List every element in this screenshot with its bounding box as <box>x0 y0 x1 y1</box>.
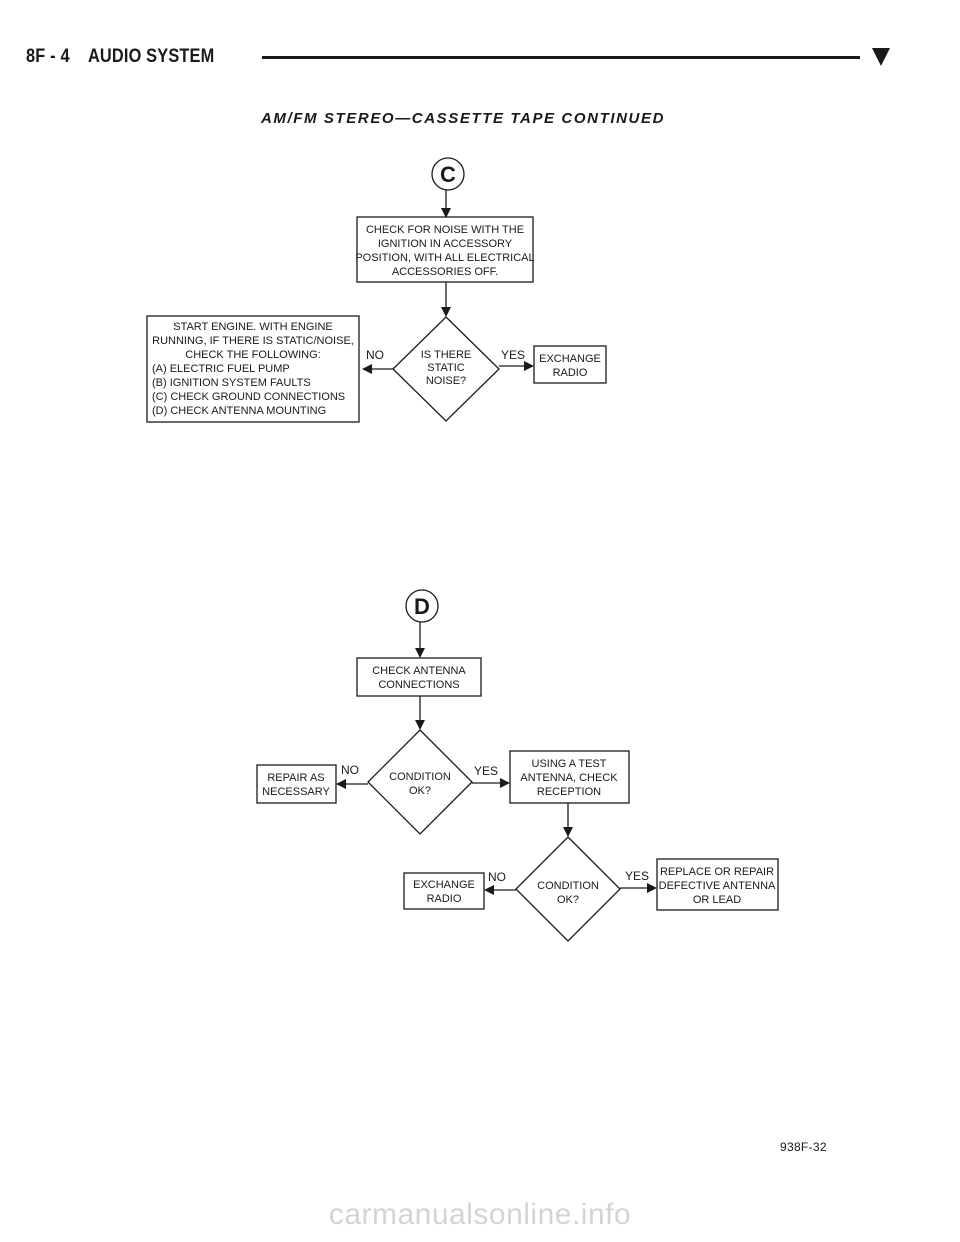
start-engine-line-4: (A) ELECTRIC FUEL PUMP <box>152 363 290 375</box>
static-decision-line-3: NOISE? <box>426 375 466 387</box>
static-yes-label: YES <box>501 348 525 362</box>
start-engine-line-5: (B) IGNITION SYSTEM FAULTS <box>152 377 311 389</box>
figure-reference: 938F-32 <box>780 1140 827 1154</box>
header-rule <box>262 56 860 59</box>
page-header: 8F - 4 AUDIO SYSTEM <box>26 42 890 78</box>
static-no-label: NO <box>366 348 384 362</box>
start-engine-line-6: (C) CHECK GROUND CONNECTIONS <box>152 391 345 403</box>
condition1-yes-label: YES <box>474 764 498 778</box>
exchange-radio-box-d <box>403 872 485 910</box>
check-antenna-line-2: CONNECTIONS <box>378 679 459 691</box>
exchange-radio-d-line-1: EXCHANGE <box>413 879 475 891</box>
connector-c-circle <box>431 157 465 191</box>
condition2-no-label: NO <box>488 870 506 884</box>
condition2-line-1: CONDITION <box>537 880 599 892</box>
flowchart-c: C CHECK FOR NOISE WITH THE IGNITION IN A… <box>146 157 607 423</box>
start-engine-line-3: CHECK THE FOLLOWING: <box>185 349 320 361</box>
section-number: 8F - 4 <box>26 46 70 67</box>
flowchart-d: D CHECK ANTENNA CONNECTIONS CONDITION OK… <box>256 589 779 942</box>
start-engine-line-7: (D) CHECK ANTENNA MOUNTING <box>152 405 326 417</box>
check-noise-line-2: IGNITION IN ACCESSORY <box>378 238 513 250</box>
condition2-line-2: OK? <box>557 894 579 906</box>
connector-d-circle <box>405 589 439 623</box>
test-antenna-line-2: ANTENNA, CHECK <box>520 772 618 784</box>
section-title: AUDIO SYSTEM <box>87 46 215 67</box>
start-engine-line-1: START ENGINE. WITH ENGINE <box>173 321 333 333</box>
static-decision-line-2: STATIC <box>427 362 465 374</box>
condition1-no-label: NO <box>341 763 359 777</box>
check-antenna-line-1: CHECK ANTENNA <box>372 665 466 677</box>
condition2-yes-label: YES <box>625 869 649 883</box>
condition1-line-2: OK? <box>409 785 431 797</box>
replace-antenna-line-3: OR LEAD <box>693 894 741 906</box>
static-decision-line-1: IS THERE <box>421 349 472 361</box>
condition-decision-1 <box>367 729 473 835</box>
replace-antenna-line-2: DEFECTIVE ANTENNA <box>659 880 776 892</box>
test-antenna-box <box>509 750 630 804</box>
header-text: 8F - 4 AUDIO SYSTEM <box>26 46 214 68</box>
condition1-line-1: CONDITION <box>389 771 451 783</box>
check-noise-line-4: ACCESSORIES OFF. <box>392 266 498 278</box>
triangle-marker-icon <box>872 48 890 66</box>
test-antenna-line-3: RECEPTION <box>537 786 601 798</box>
repair-line-1: REPAIR AS <box>267 772 324 784</box>
watermark: carmanualsonline.info <box>328 1198 632 1231</box>
check-noise-line-3: POSITION, WITH ALL ELECTRICAL <box>355 252 534 264</box>
check-antenna-box <box>356 657 482 697</box>
start-engine-line-2: RUNNING, IF THERE IS STATIC/NOISE, <box>152 335 354 347</box>
test-antenna-line-1: USING A TEST <box>532 758 607 770</box>
replace-antenna-line-1: REPLACE OR REPAIR <box>660 866 774 878</box>
exchange-radio-c-line-2: RADIO <box>553 367 588 379</box>
condition-decision-2 <box>515 836 621 942</box>
repair-line-2: NECESSARY <box>262 786 330 798</box>
page-title: AM/FM STEREO—CASSETTE TAPE CONTINUED <box>261 110 665 127</box>
check-noise-line-1: CHECK FOR NOISE WITH THE <box>366 224 524 236</box>
start-engine-box <box>146 315 360 423</box>
replace-antenna-box <box>656 858 779 911</box>
exchange-radio-box-c <box>533 345 607 384</box>
connector-d-label: D <box>414 594 430 619</box>
check-noise-box <box>356 216 534 283</box>
exchange-radio-d-line-2: RADIO <box>427 893 462 905</box>
connector-c-label: C <box>440 162 456 187</box>
repair-box <box>256 764 337 804</box>
static-noise-decision <box>392 316 500 422</box>
exchange-radio-c-line-1: EXCHANGE <box>539 353 601 365</box>
